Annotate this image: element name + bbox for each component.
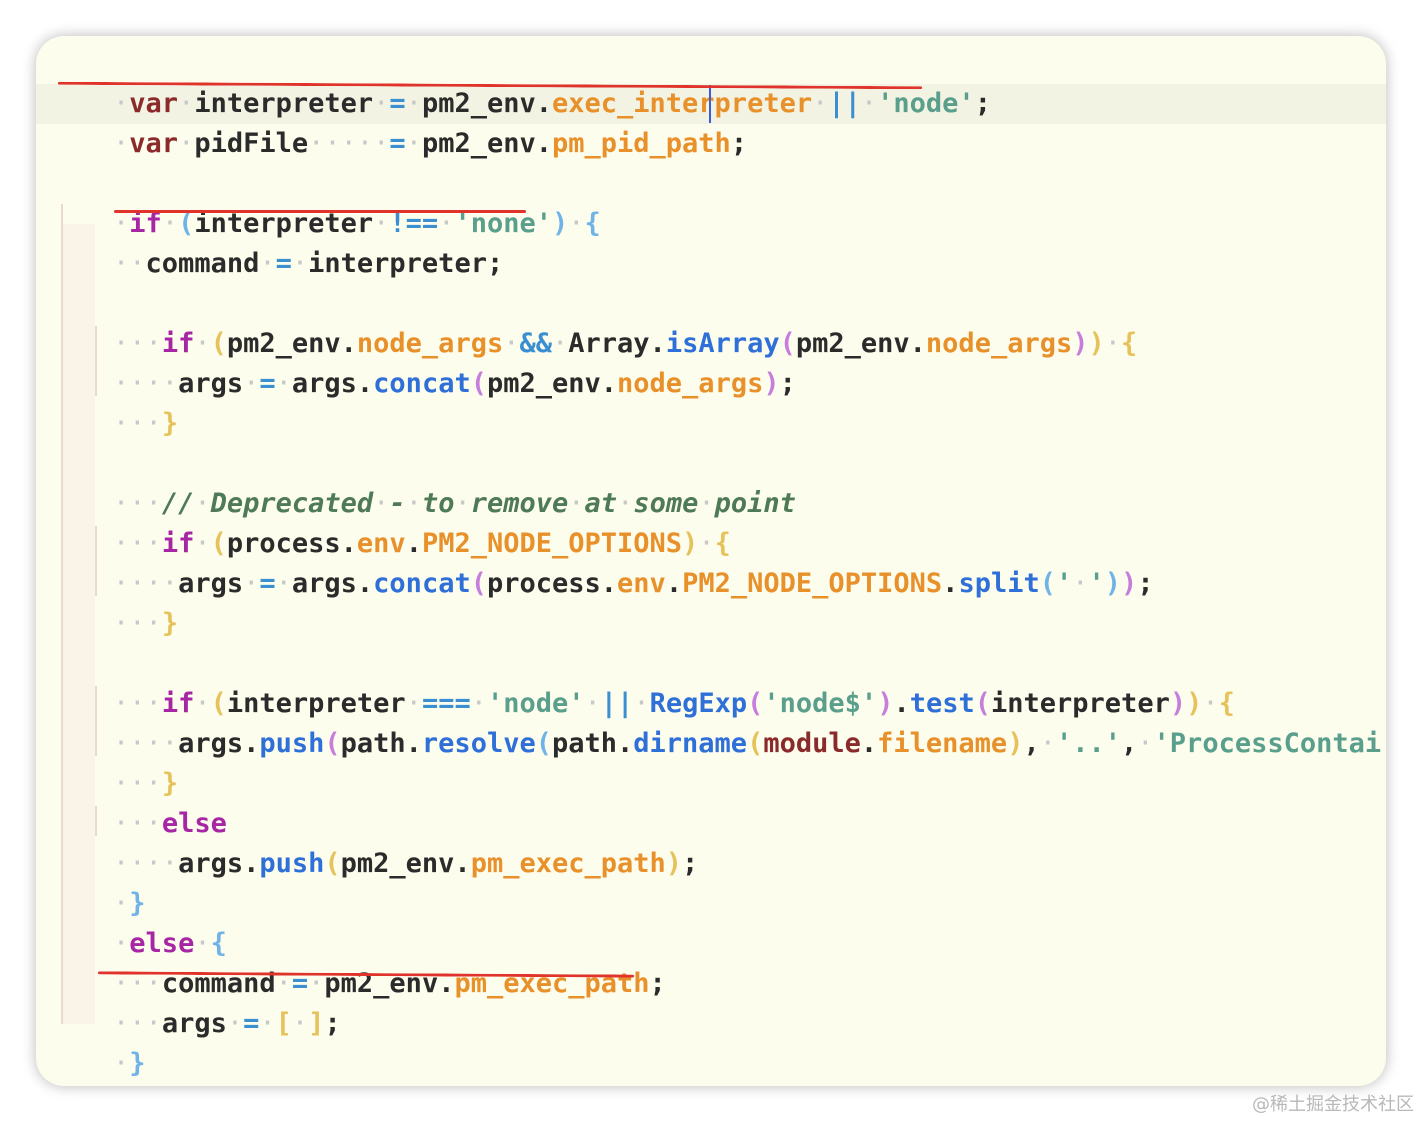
- indent-guide-region: [61, 224, 95, 1024]
- code-line[interactable]: ···command·=·pm2_env.pm_exec_path;: [113, 968, 666, 999]
- code-line[interactable]: ·if·(interpreter·!==·'none')·{: [113, 208, 601, 239]
- code-line[interactable]: ····args.push(path.resolve(path.dirname(…: [113, 728, 1382, 759]
- code-line[interactable]: ·else·{: [113, 928, 227, 959]
- watermark: @稀土掘金技术社区: [1252, 1094, 1414, 1115]
- code-line[interactable]: ···//·Deprecated·-·to·remove·at·some·poi…: [113, 488, 796, 519]
- code-editor[interactable]: ·var·pidFile·····=·pm2_env.pm_pid_path; …: [36, 36, 1386, 1086]
- code-line[interactable]: ····args·=·args.concat(process.env.PM2_N…: [113, 568, 1154, 599]
- indent-guide: [61, 204, 63, 1024]
- code-line[interactable]: ···}: [113, 408, 179, 439]
- code-line[interactable]: ··command·=·interpreter;: [113, 248, 504, 279]
- annotation-underline: [114, 210, 526, 213]
- code-line[interactable]: ·}: [113, 888, 146, 919]
- indent-guide: [95, 326, 97, 396]
- indent-guide: [95, 686, 97, 756]
- code-line[interactable]: ···}: [113, 608, 179, 639]
- code-line[interactable]: ···}: [113, 768, 179, 799]
- code-line[interactable]: ···if·(interpreter·===·'node'·||·RegExp(…: [113, 688, 1235, 719]
- code-line[interactable]: ····args·=·args.concat(pm2_env.node_args…: [113, 368, 796, 399]
- code-line[interactable]: ·var·pidFile·····=·pm2_env.pm_pid_path;: [36, 84, 1386, 159]
- text-caret: [709, 85, 711, 123]
- indent-guide: [95, 526, 97, 596]
- indent-guide: [95, 806, 97, 836]
- code-line[interactable]: ···args·=·[·];: [113, 1008, 341, 1039]
- code-line[interactable]: ···else: [113, 808, 227, 839]
- code-line[interactable]: ·var·interpreter·=·pm2_env.exec_interpre…: [113, 88, 991, 119]
- code-line[interactable]: ···if·(process.env.PM2_NODE_OPTIONS)·{: [113, 528, 731, 559]
- code-line[interactable]: ···if·(pm2_env.node_args·&&·Array.isArra…: [113, 328, 1138, 359]
- code-line[interactable]: ····args.push(pm2_env.pm_exec_path);: [113, 848, 699, 879]
- code-line[interactable]: ·}: [113, 1048, 146, 1079]
